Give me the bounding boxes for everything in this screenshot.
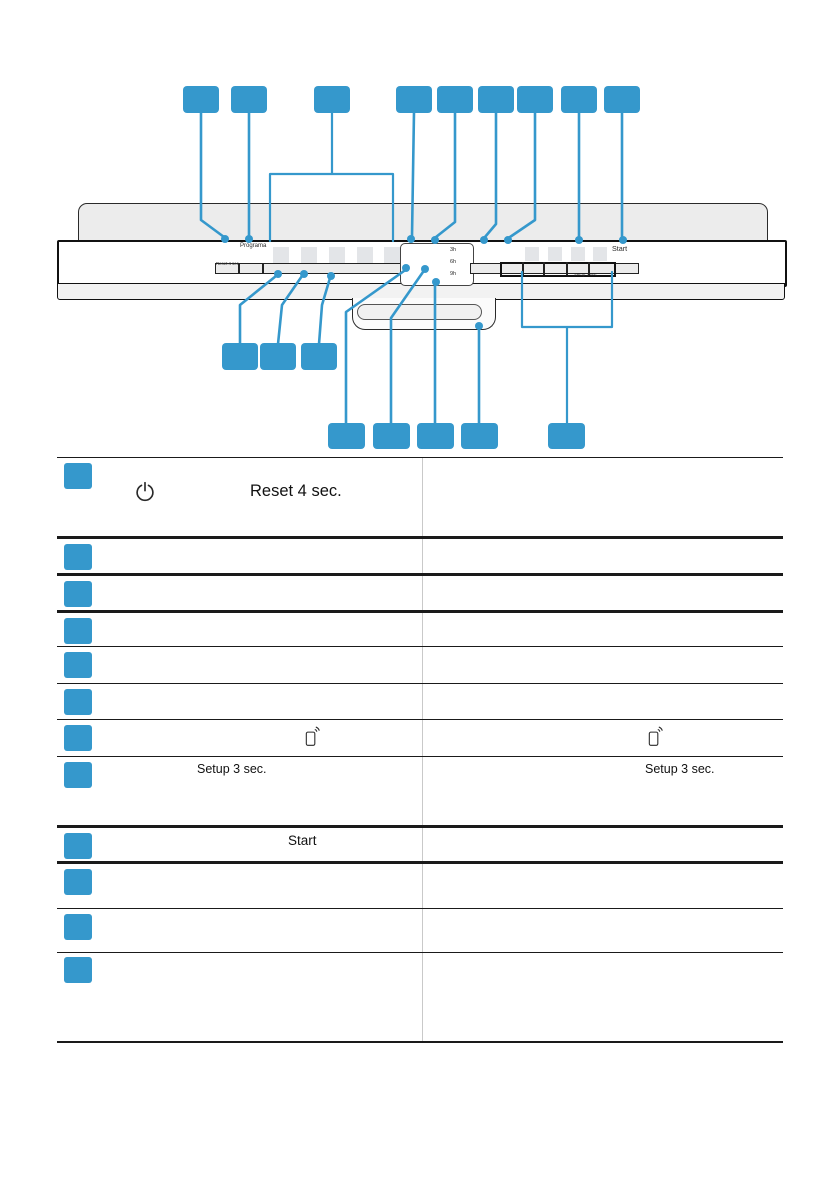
legend-row: Setup 3 sec. Setup 3 sec. <box>57 757 783 828</box>
row-number-box <box>64 618 92 644</box>
callout-box <box>222 343 258 370</box>
door-handle-grip <box>357 304 482 320</box>
legend-row <box>57 647 783 684</box>
legend-text: Setup 3 sec. <box>645 762 715 776</box>
row-number-box <box>64 581 92 607</box>
callout-box <box>604 86 640 113</box>
left-button-bar <box>215 263 402 274</box>
row-number-box <box>64 725 92 751</box>
power-icon <box>136 481 154 502</box>
callout-box <box>183 86 219 113</box>
delay-6h-label: 6h <box>450 259 457 265</box>
phone-icon <box>305 726 320 746</box>
program-indicator <box>357 247 373 263</box>
option-indicator <box>593 247 607 261</box>
program-indicator <box>273 247 289 263</box>
legend-row <box>57 953 783 1043</box>
legend-row <box>57 909 783 953</box>
callout-box <box>314 86 350 113</box>
row-number-box <box>64 544 92 570</box>
callout-box <box>478 86 514 113</box>
panel-setup-label: Setup 3 sec. <box>574 272 598 277</box>
callout-box <box>231 86 267 113</box>
row-number-box <box>64 914 92 940</box>
legend-row <box>57 539 783 576</box>
panel-start-label: Start <box>612 244 628 253</box>
button-divider <box>238 263 240 274</box>
row-number-box <box>64 833 92 859</box>
row-number-box <box>64 463 92 489</box>
legend-table: Reset 4 sec. <box>57 457 783 1043</box>
row-number-box <box>64 869 92 895</box>
legend-text: Reset 4 sec. <box>250 482 342 500</box>
table-column-divider <box>422 458 423 1043</box>
program-indicator <box>384 247 400 263</box>
phone-icon <box>648 726 663 746</box>
row-number-box <box>64 689 92 715</box>
callout-box <box>328 423 365 449</box>
indicator-display <box>400 243 474 286</box>
option-indicator <box>548 247 562 261</box>
appliance-top-body <box>78 203 768 244</box>
option-indicator <box>571 247 585 261</box>
legend-text: Start <box>288 833 317 848</box>
row-number-box <box>64 762 92 788</box>
callout-box <box>301 343 337 370</box>
callout-box <box>260 343 296 370</box>
callout-box <box>396 86 432 113</box>
legend-text: Setup 3 sec. <box>197 762 267 776</box>
legend-row <box>57 720 783 757</box>
button-divider <box>262 263 264 274</box>
callout-box <box>417 423 454 449</box>
row-number-box <box>64 957 92 983</box>
legend-row <box>57 864 783 909</box>
callout-box <box>461 423 498 449</box>
callout-box <box>437 86 473 113</box>
callout-box <box>561 86 597 113</box>
delay-9h-label: 9h <box>450 271 457 277</box>
legend-row <box>57 576 783 613</box>
button-divider <box>522 262 524 275</box>
program-indicator <box>301 247 317 263</box>
button-divider <box>543 262 545 275</box>
legend-row: Reset 4 sec. <box>57 458 783 539</box>
program-indicator <box>329 247 345 263</box>
button-divider <box>588 262 590 275</box>
legend-row: Start <box>57 828 783 864</box>
legend-row <box>57 684 783 720</box>
delay-3h-label: 3h <box>450 247 457 253</box>
option-indicator <box>525 247 539 261</box>
callout-box <box>373 423 410 449</box>
row-number-box <box>64 652 92 678</box>
callout-box <box>548 423 585 449</box>
button-divider <box>566 262 568 275</box>
callout-box <box>517 86 553 113</box>
legend-row <box>57 613 783 647</box>
panel-program-label: Programa <box>240 243 267 249</box>
panel-reset-label: Reset 4 sec. <box>216 261 240 266</box>
